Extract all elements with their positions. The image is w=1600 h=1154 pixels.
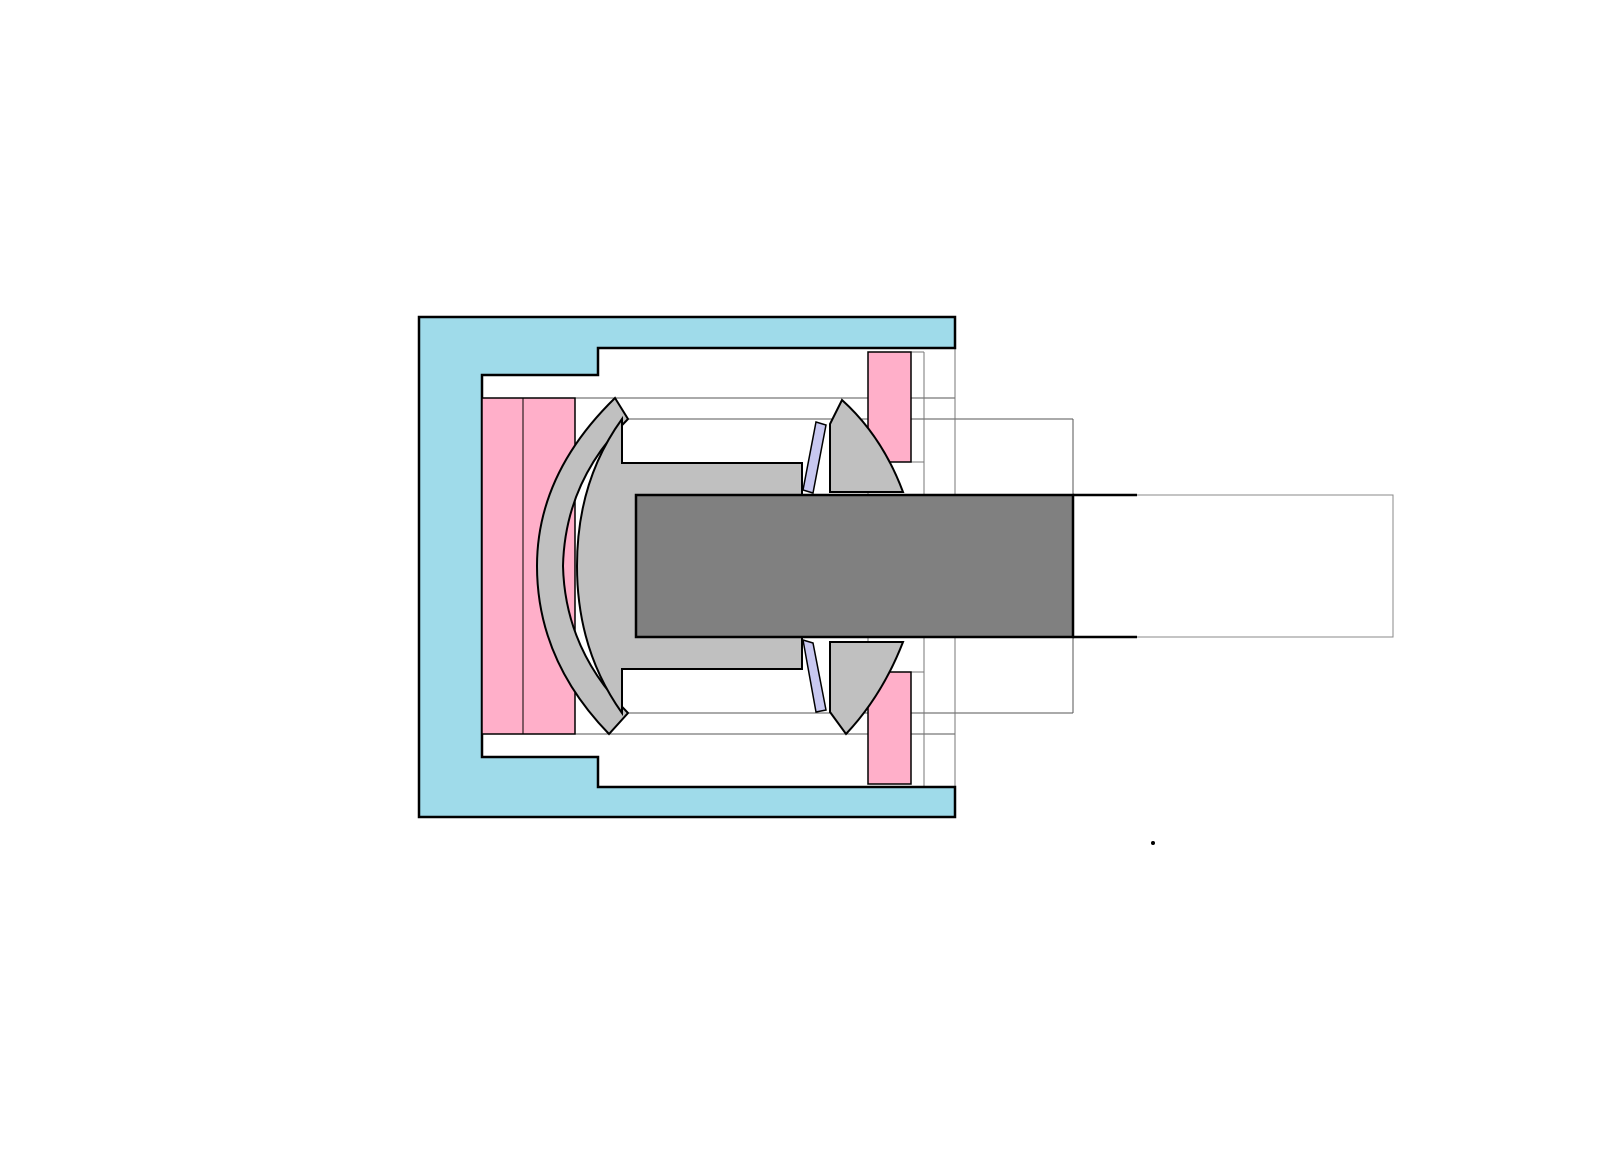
shaft-extension-outline bbox=[1073, 493, 1394, 639]
front-segment-top bbox=[829, 398, 905, 493]
spherical-cup bbox=[535, 396, 630, 736]
stray-dot bbox=[1151, 841, 1155, 845]
shaft bbox=[634, 493, 1075, 639]
front-segment-bottom bbox=[829, 641, 905, 736]
wedge-shim-bottom bbox=[802, 638, 827, 713]
wedge-shim-top bbox=[802, 421, 827, 494]
housing bbox=[417, 315, 957, 819]
shaft-extension-outline-box bbox=[1137, 494, 1394, 638]
cup-hub bbox=[575, 415, 803, 717]
